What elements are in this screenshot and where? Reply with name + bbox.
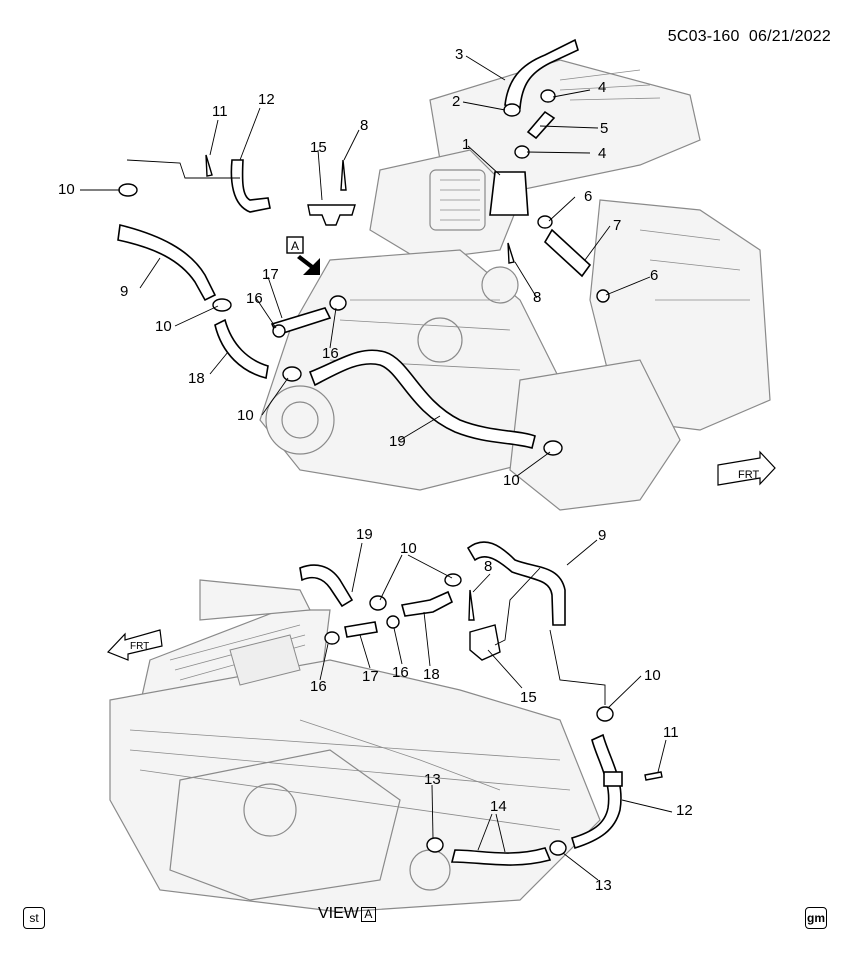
top-callout-2: 2 <box>452 93 460 110</box>
bolt-8-b <box>468 589 475 621</box>
diagram-date: 06/21/2022 <box>748 28 831 45</box>
top-callout-6: 6 <box>650 267 658 284</box>
bracket-15 <box>307 204 356 226</box>
bottom-callout-9: 9 <box>598 527 606 544</box>
hose-17-b <box>344 621 378 638</box>
top-callout-5: 5 <box>600 120 608 137</box>
top-callout-15: 15 <box>310 139 327 156</box>
top-callout-18: 18 <box>188 370 205 387</box>
top-callout-8: 8 <box>533 289 541 306</box>
bottom-hoses <box>299 541 623 866</box>
top-callout-11: 11 <box>212 103 228 120</box>
top-callout-16: 16 <box>246 290 263 307</box>
bolt-11-top <box>205 154 213 177</box>
top-callout-10: 10 <box>155 318 172 335</box>
top-callout-9: 9 <box>120 283 128 300</box>
bottom-callout-13: 13 <box>424 771 441 788</box>
bottom-callout-14: 14 <box>490 798 507 815</box>
top-callout-10: 10 <box>237 407 254 424</box>
bolt-8-top <box>340 159 347 191</box>
hose-9-b <box>466 541 566 626</box>
bottom-callout-19: 19 <box>356 526 373 543</box>
frt-label-bottom: FRT <box>130 641 149 652</box>
bottom-callouts: 19 10 9 8 15 10 11 12 13 13 14 16 16 17 18 <box>310 526 693 894</box>
bracket-12-b <box>603 771 623 787</box>
hose-9 <box>117 224 217 302</box>
top-leader-lines <box>80 55 651 477</box>
top-callout-10: 10 <box>503 472 520 489</box>
diagram-reference: 5C03-160 06/21/2022 <box>668 28 831 46</box>
top-callout-7: 7 <box>613 217 621 234</box>
diagram-code: 5C03-160 <box>667 28 740 45</box>
top-callout-6: 6 <box>584 188 592 205</box>
top-callout-16: 16 <box>322 345 339 362</box>
bottom-engine-illustration <box>109 579 601 913</box>
top-callout-12: 12 <box>258 91 275 108</box>
top-callout-19: 19 <box>389 433 406 450</box>
bottom-callout-13: 13 <box>595 877 612 894</box>
frt-label-top: FRT <box>738 469 759 481</box>
bottom-clamps <box>324 573 663 856</box>
cadillac-badge <box>229 634 301 686</box>
top-callout-10: 10 <box>58 181 75 198</box>
front-direction-arrow-bottom: FRT <box>106 629 163 661</box>
bottom-callout-12: 12 <box>676 802 693 819</box>
hose-3 <box>504 38 579 109</box>
bottom-callout-17: 17 <box>362 668 379 685</box>
view-a-marker: A <box>286 236 320 275</box>
bolt-11-b <box>644 771 663 781</box>
top-clamps <box>118 89 610 456</box>
view-a-letter: A <box>291 239 299 253</box>
top-callout-17: 17 <box>262 266 279 283</box>
view-label: VIEW <box>318 905 359 922</box>
bottom-callout-8: 8 <box>484 558 492 575</box>
bottom-callout-18: 18 <box>423 666 440 683</box>
top-callout-3: 3 <box>455 46 463 63</box>
hose-7 <box>543 228 592 278</box>
bottom-callout-11: 11 <box>663 724 679 741</box>
hose-18 <box>214 318 269 379</box>
hose-19-b <box>299 564 354 608</box>
top-engine-detail-lines <box>329 69 750 371</box>
bottom-callout-10: 10 <box>400 540 417 557</box>
bottom-callout-15: 15 <box>520 689 537 706</box>
top-callout-4: 4 <box>598 79 606 96</box>
hose-5 <box>526 110 556 140</box>
fitting-1 <box>489 171 529 216</box>
top-callout-4: 4 <box>598 145 606 162</box>
bottom-callout-10: 10 <box>644 667 661 684</box>
top-callout-8: 8 <box>360 117 368 134</box>
bolt-8-mid <box>507 242 515 264</box>
hose-19 <box>308 349 536 449</box>
bottom-callout-16: 16 <box>310 678 327 695</box>
st-badge: st <box>23 907 45 929</box>
gm-badge: gm <box>805 907 827 929</box>
top-callout-1: 1 <box>462 136 470 153</box>
top-hoses <box>117 38 592 449</box>
bottom-leader-lines <box>319 539 673 881</box>
hose-12 <box>230 159 271 213</box>
bottom-callout-16: 16 <box>392 664 409 681</box>
view-letter-box: A <box>360 906 376 922</box>
hose-14-b <box>450 847 552 866</box>
view-a-caption: VIEW A <box>318 905 376 923</box>
front-direction-arrow-top: FRT <box>717 450 776 486</box>
hose-18-b <box>400 590 454 617</box>
bracket-15-b <box>469 624 501 661</box>
